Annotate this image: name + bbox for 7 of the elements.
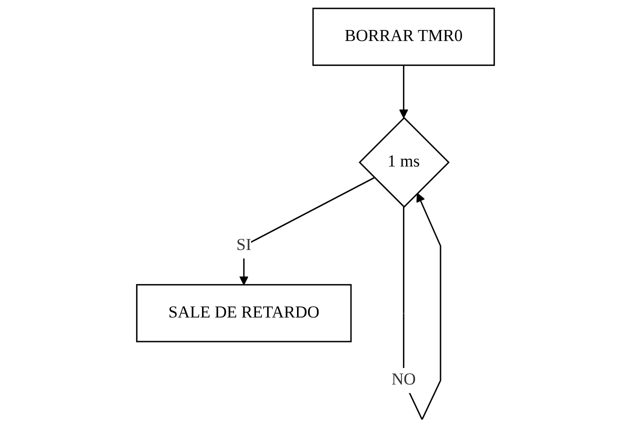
- node-box: SALE DE RETARDO: [136, 284, 352, 342]
- arrow: [399, 65, 408, 118]
- edge-label: SI: [236, 236, 252, 254]
- node-diamond: 1 ms: [358, 116, 450, 208]
- edge-label: NO: [391, 371, 416, 389]
- node-box: BORRAR TMR0: [312, 8, 495, 66]
- arrow: [239, 177, 375, 286]
